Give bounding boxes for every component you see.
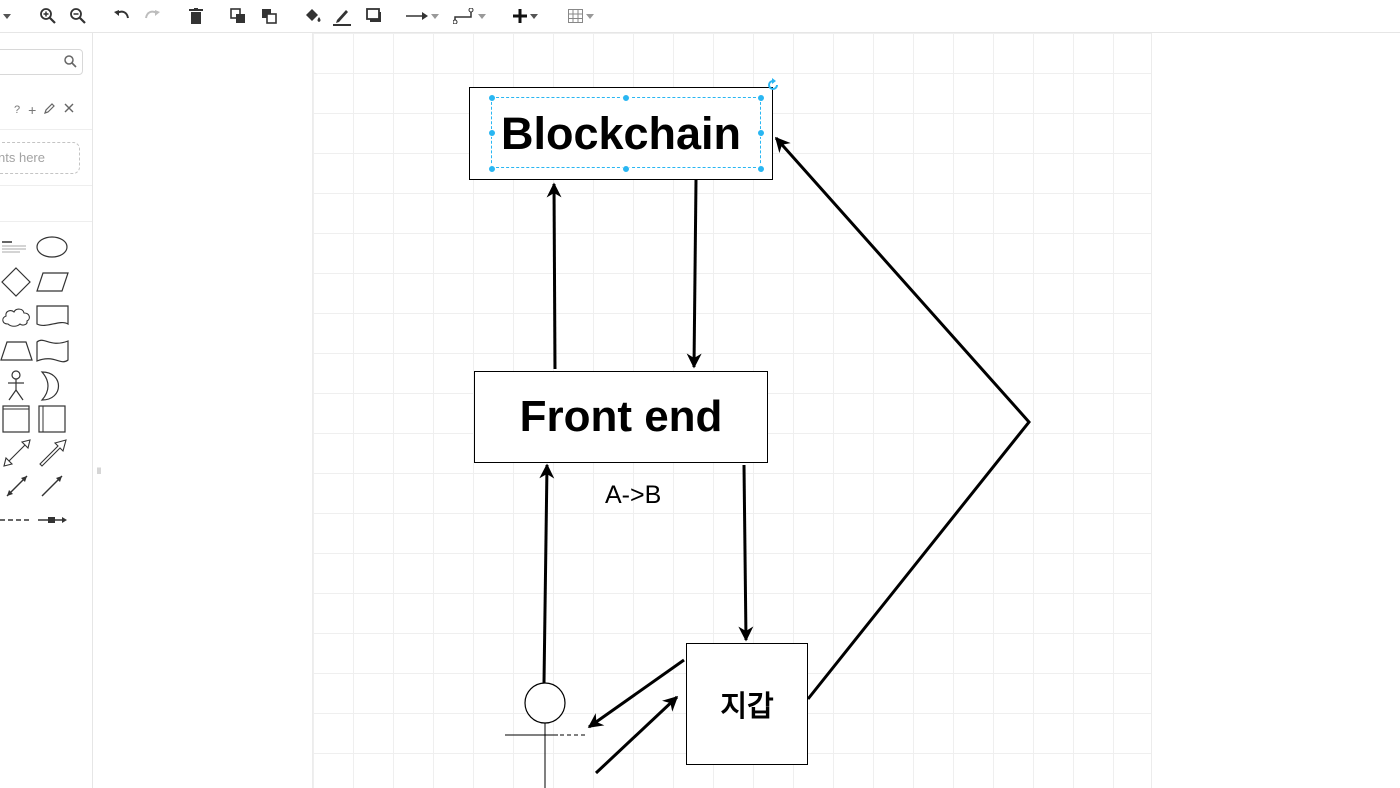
zoom-out-icon[interactable] bbox=[66, 4, 90, 28]
cloud-icon[interactable] bbox=[0, 306, 32, 328]
container-icon[interactable] bbox=[2, 405, 30, 433]
drop-hint: nts here bbox=[0, 150, 45, 165]
text-icon[interactable] bbox=[0, 237, 30, 257]
resize-handle[interactable] bbox=[488, 129, 496, 137]
bidirectional-arrow-icon[interactable] bbox=[2, 438, 32, 468]
resize-handle[interactable] bbox=[488, 165, 496, 173]
insert-plus-icon[interactable] bbox=[507, 4, 543, 28]
edge-actor-to-wallet[interactable] bbox=[594, 695, 679, 775]
divider bbox=[0, 221, 92, 222]
line-color-icon[interactable] bbox=[330, 4, 354, 28]
resize-handle[interactable] bbox=[622, 165, 630, 173]
resize-handle[interactable] bbox=[488, 94, 496, 102]
sidebar-splitter[interactable]: ll bbox=[97, 466, 101, 476]
chevron-down-icon[interactable] bbox=[0, 4, 14, 28]
table-icon[interactable] bbox=[563, 4, 599, 28]
or-icon[interactable] bbox=[40, 371, 64, 401]
actor-shape[interactable] bbox=[505, 682, 585, 788]
delete-icon[interactable] bbox=[184, 4, 208, 28]
trapezoid-icon[interactable] bbox=[0, 341, 33, 361]
diamond-icon[interactable] bbox=[1, 267, 31, 297]
add-button[interactable]: + bbox=[28, 102, 37, 118]
edge-wallet-to-blockchain[interactable] bbox=[774, 136, 1031, 700]
to-back-icon[interactable] bbox=[257, 4, 281, 28]
shadow-icon[interactable] bbox=[362, 4, 386, 28]
waypoints-icon[interactable] bbox=[451, 4, 487, 28]
toolbar bbox=[0, 0, 1400, 33]
edge-frontend-to-wallet[interactable] bbox=[738, 464, 754, 642]
link-icon[interactable] bbox=[38, 515, 68, 525]
scratchpad-tools: ? + bbox=[14, 102, 74, 118]
tape-icon[interactable] bbox=[36, 338, 69, 364]
connection-arrow-icon[interactable] bbox=[404, 4, 440, 28]
document-icon[interactable] bbox=[36, 305, 69, 329]
parallelogram-icon[interactable] bbox=[36, 272, 69, 292]
connector-icon[interactable] bbox=[39, 473, 65, 499]
to-front-icon[interactable] bbox=[226, 4, 250, 28]
divider bbox=[0, 129, 92, 130]
close-icon[interactable] bbox=[64, 102, 74, 118]
node-blockchain[interactable]: Blockchain bbox=[469, 87, 773, 180]
edge-wallet-to-actor[interactable] bbox=[587, 658, 685, 729]
divider bbox=[0, 185, 92, 186]
scratchpad-drop-zone[interactable]: nts here bbox=[0, 142, 80, 174]
node-wallet[interactable]: 지갑 bbox=[686, 643, 808, 765]
ellipse-icon[interactable] bbox=[36, 236, 68, 258]
resize-handle[interactable] bbox=[757, 165, 765, 173]
resize-handle[interactable] bbox=[622, 94, 630, 102]
edge-label[interactable]: A->B bbox=[605, 481, 662, 509]
resize-handle[interactable] bbox=[757, 129, 765, 137]
dashed-line-icon[interactable] bbox=[0, 516, 32, 524]
edge-actor-to-frontend[interactable] bbox=[539, 463, 555, 684]
search-input[interactable] bbox=[0, 49, 83, 75]
bidirectional-connector-icon[interactable] bbox=[4, 473, 30, 499]
zoom-in-icon[interactable] bbox=[36, 4, 60, 28]
container-icon[interactable] bbox=[38, 405, 66, 433]
sidebar: ? + nts here bbox=[0, 33, 93, 788]
undo-icon[interactable] bbox=[110, 4, 134, 28]
edge-frontend-to-blockchain[interactable] bbox=[546, 182, 562, 370]
help-button[interactable]: ? bbox=[14, 104, 21, 116]
redo-icon[interactable] bbox=[140, 4, 164, 28]
fill-color-icon[interactable] bbox=[300, 4, 326, 28]
arrow-icon[interactable] bbox=[38, 438, 68, 468]
resize-handle[interactable] bbox=[757, 94, 765, 102]
actor-icon[interactable] bbox=[5, 370, 27, 402]
edge-blockchain-to-frontend[interactable] bbox=[686, 179, 702, 369]
search-icon[interactable] bbox=[64, 55, 77, 73]
node-frontend[interactable]: Front end bbox=[474, 371, 768, 463]
shape-palette bbox=[0, 233, 92, 533]
rotate-icon[interactable] bbox=[766, 78, 780, 92]
edit-pencil-icon[interactable] bbox=[44, 102, 56, 119]
